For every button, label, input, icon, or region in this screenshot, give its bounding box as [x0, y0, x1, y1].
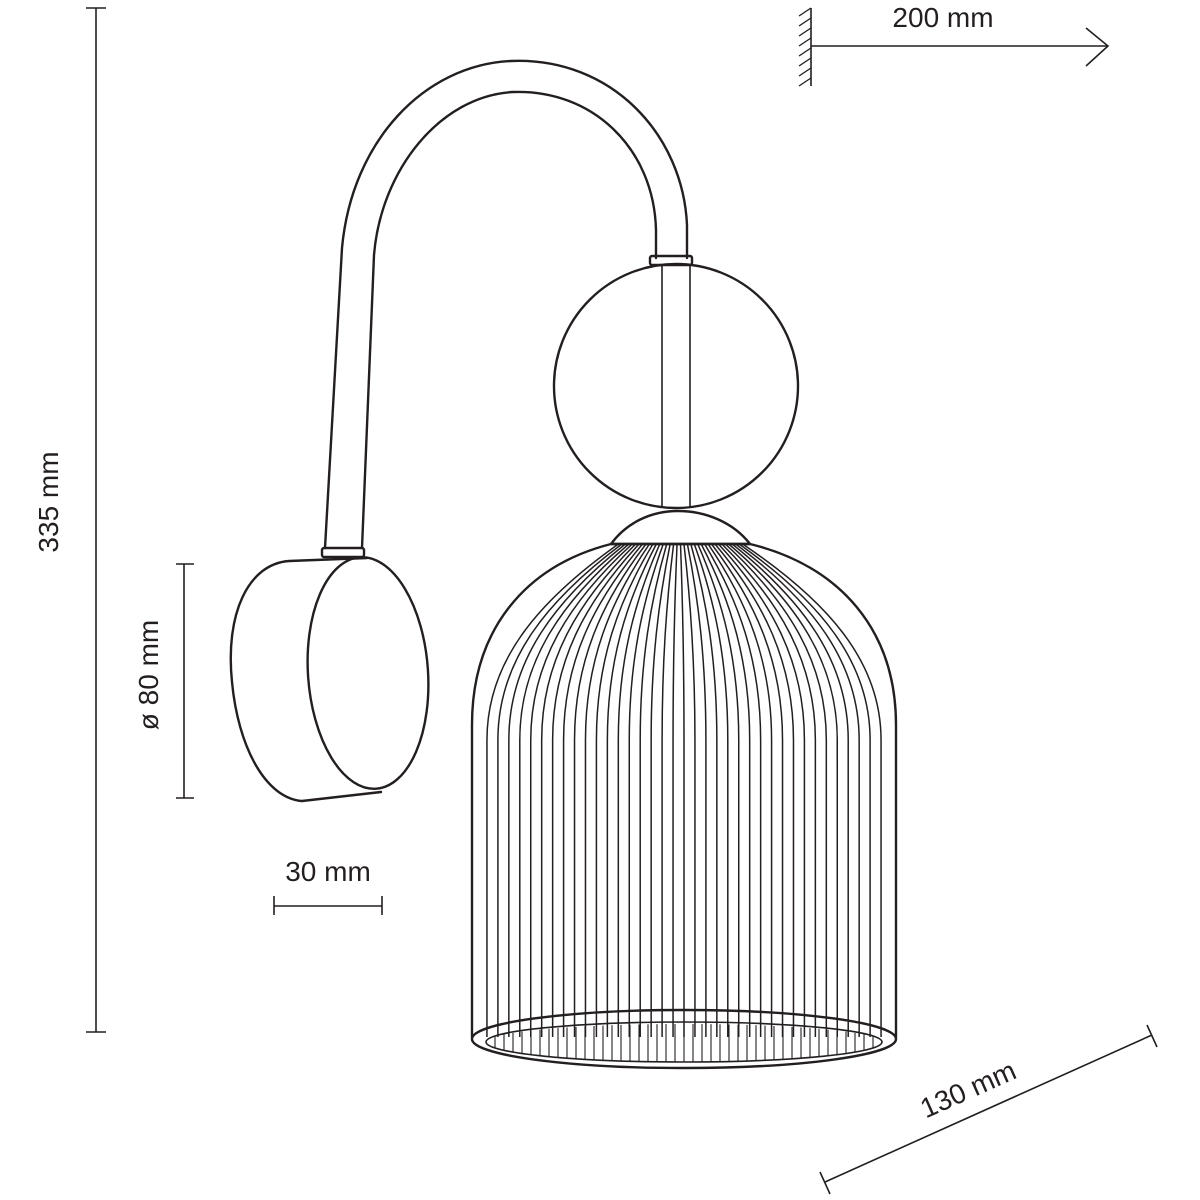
shade-rib: [595, 544, 654, 1037]
height-dimension: 335 mm: [33, 7, 106, 1033]
shade-rib: [661, 544, 675, 1037]
shade-rib: [707, 544, 773, 1037]
shade-diameter-label: 130 mm: [916, 1055, 1021, 1124]
shade-rib: [486, 544, 619, 1037]
wall-hatch-line: [798, 37, 812, 47]
shade-rib: [540, 544, 637, 1037]
shade-rib: [728, 544, 839, 1037]
arm-collar: [320, 546, 366, 559]
shade-rib: [710, 544, 784, 1037]
wall-hatch-line: [798, 67, 812, 77]
curved-arm: [323, 59, 689, 550]
shade-rib: [672, 544, 678, 1037]
shade-rib: [693, 544, 729, 1037]
wall-base: [229, 556, 430, 803]
glass-globe: [552, 262, 800, 510]
shade-rib: [690, 544, 718, 1037]
projection-label: 200 mm: [892, 2, 993, 33]
shade-rib: [551, 544, 640, 1037]
wall-hatch-line: [798, 57, 812, 67]
base-diameter-dimension: ø 80 mm: [133, 563, 194, 799]
height-label: 335 mm: [33, 451, 64, 552]
shade-rib: [703, 544, 762, 1037]
shade-rib: [617, 544, 661, 1037]
wall-hatch-line: [798, 7, 812, 17]
shade-rib: [562, 544, 644, 1037]
wall-hatch-line: [798, 77, 812, 87]
shade-rib: [731, 544, 849, 1037]
shade-rib: [529, 544, 633, 1037]
shade-rib: [735, 544, 860, 1037]
shade-rib: [519, 544, 630, 1037]
shade-rib: [686, 544, 707, 1037]
shade-rib: [639, 544, 668, 1037]
shade-rib: [584, 544, 651, 1037]
shade-rib: [683, 544, 696, 1037]
shade-cap: [609, 509, 752, 546]
base-depth-dimension: 30 mm: [273, 856, 383, 915]
shade-rib: [679, 544, 685, 1037]
ribbed-shade: [470, 542, 898, 1070]
lamp-illustration: [229, 59, 898, 1070]
projection-dimension: 200 mm: [798, 2, 1110, 87]
shade-rib: [650, 544, 671, 1037]
wall-hatch-line: [798, 27, 812, 37]
shade-rib: [573, 544, 647, 1037]
wall-hatch-line: [798, 47, 812, 57]
shade-rib: [628, 544, 664, 1037]
base-depth-label: 30 mm: [285, 856, 371, 887]
shade-rim: [470, 1008, 898, 1070]
shade-rib: [724, 544, 828, 1037]
wall-hatch-line: [798, 17, 812, 27]
shade-rib: [697, 544, 740, 1037]
shade-diameter-dimension: 130 mm: [819, 1024, 1158, 1195]
shade-rib: [721, 544, 817, 1037]
shade-rib: [742, 544, 882, 1037]
shade-rib: [717, 544, 806, 1037]
wall-symbol: [798, 7, 812, 87]
arrow-head-icon: [1085, 27, 1110, 67]
shade-rib: [497, 544, 623, 1037]
shade-rib: [606, 544, 658, 1037]
base-diameter-label: ø 80 mm: [133, 620, 164, 730]
shade-rib: [508, 544, 626, 1037]
shade-rib: [714, 544, 795, 1037]
shade-rib: [738, 544, 871, 1037]
shade-rib: [700, 544, 751, 1037]
